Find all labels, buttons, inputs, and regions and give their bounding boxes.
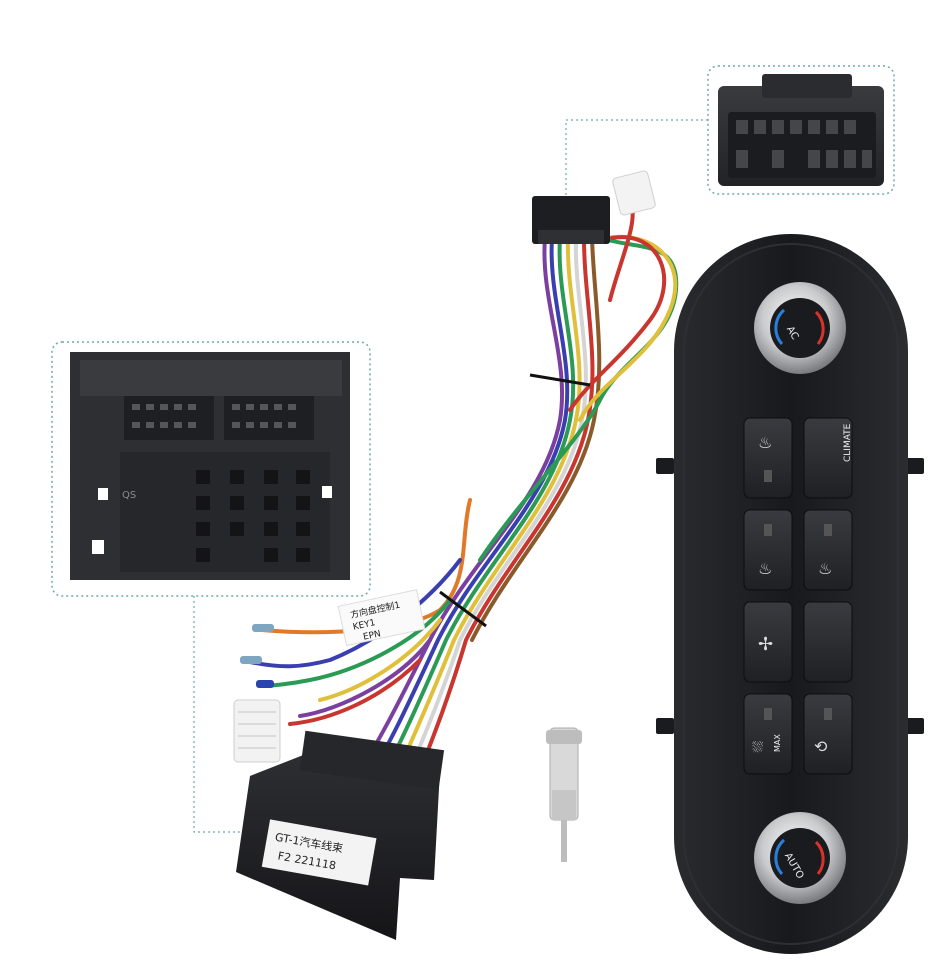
small-connector-closeup [718, 74, 884, 186]
recirc-icon: ⟲ [814, 739, 828, 756]
left-callout: QS [51, 341, 371, 597]
auto-knob[interactable]: AUTO [754, 812, 846, 904]
climate-control-panel: AC ♨ CLIMATE ♨ ♨ ✢ [656, 234, 924, 954]
fan-icon: ✢ [758, 634, 773, 654]
wire-terminals [240, 624, 274, 688]
large-connector-closeup: QS [70, 352, 350, 580]
defrost-icon: ⛆ [752, 739, 763, 755]
antenna-adapter [546, 727, 582, 862]
seat-heat-icon: ♨ [758, 435, 772, 452]
left-callout-leader [193, 596, 258, 833]
tag-text: KEY1 [352, 618, 376, 633]
top-callout-leader [565, 119, 708, 196]
max-label: MAX [773, 734, 782, 752]
top-white-plug [612, 170, 656, 216]
climate-label: CLIMATE [843, 423, 853, 462]
right-seat-button[interactable]: ♨ [803, 509, 853, 591]
rear-seat-button[interactable]: ♨ [743, 417, 793, 499]
harness-tag: 方向盘控制1 KEY1 EPN [337, 589, 426, 647]
top-right-callout [707, 65, 895, 195]
top-black-connector [532, 196, 610, 244]
max-defrost-button[interactable]: ⛆ MAX [743, 693, 793, 775]
seat-icon-right: ♨ [818, 561, 832, 578]
fan-button[interactable]: ✢ [743, 601, 793, 683]
ac-knob[interactable]: AC [754, 282, 846, 374]
main-harness-connector: GT-1汽车线束 F2 221118 [236, 730, 445, 940]
seat-icon-left: ♨ [758, 561, 772, 578]
tag-text-2: EPN [362, 629, 382, 642]
left-seat-button[interactable]: ♨ [743, 509, 793, 591]
blank-button[interactable] [803, 601, 853, 683]
white-side-connector [233, 699, 281, 763]
plug-marking: QS [122, 490, 136, 501]
climate-button[interactable]: CLIMATE [803, 417, 853, 499]
cable-ties [439, 373, 591, 628]
recirculation-button[interactable]: ⟲ [803, 693, 853, 775]
